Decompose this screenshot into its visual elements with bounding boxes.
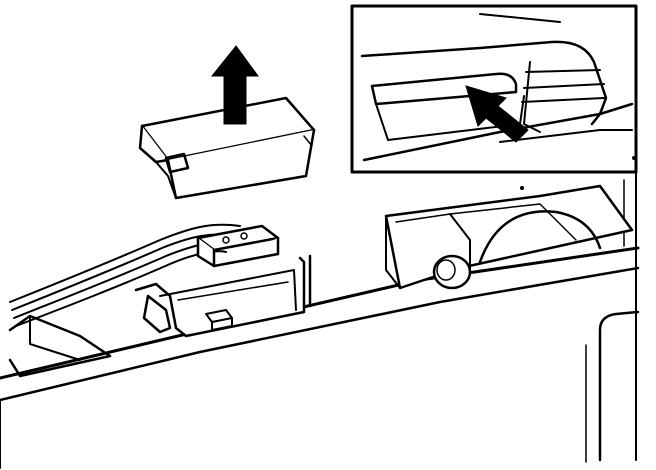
housing-block bbox=[384, 184, 634, 290]
relay-cover bbox=[138, 96, 316, 200]
connector-plug bbox=[196, 224, 280, 268]
mounting-bracket bbox=[134, 254, 312, 338]
speck bbox=[520, 186, 524, 190]
speck bbox=[632, 156, 636, 160]
up-arrow-icon bbox=[210, 45, 259, 125]
diagonal-arrow-icon bbox=[465, 85, 529, 143]
inset-detail bbox=[350, 4, 638, 174]
